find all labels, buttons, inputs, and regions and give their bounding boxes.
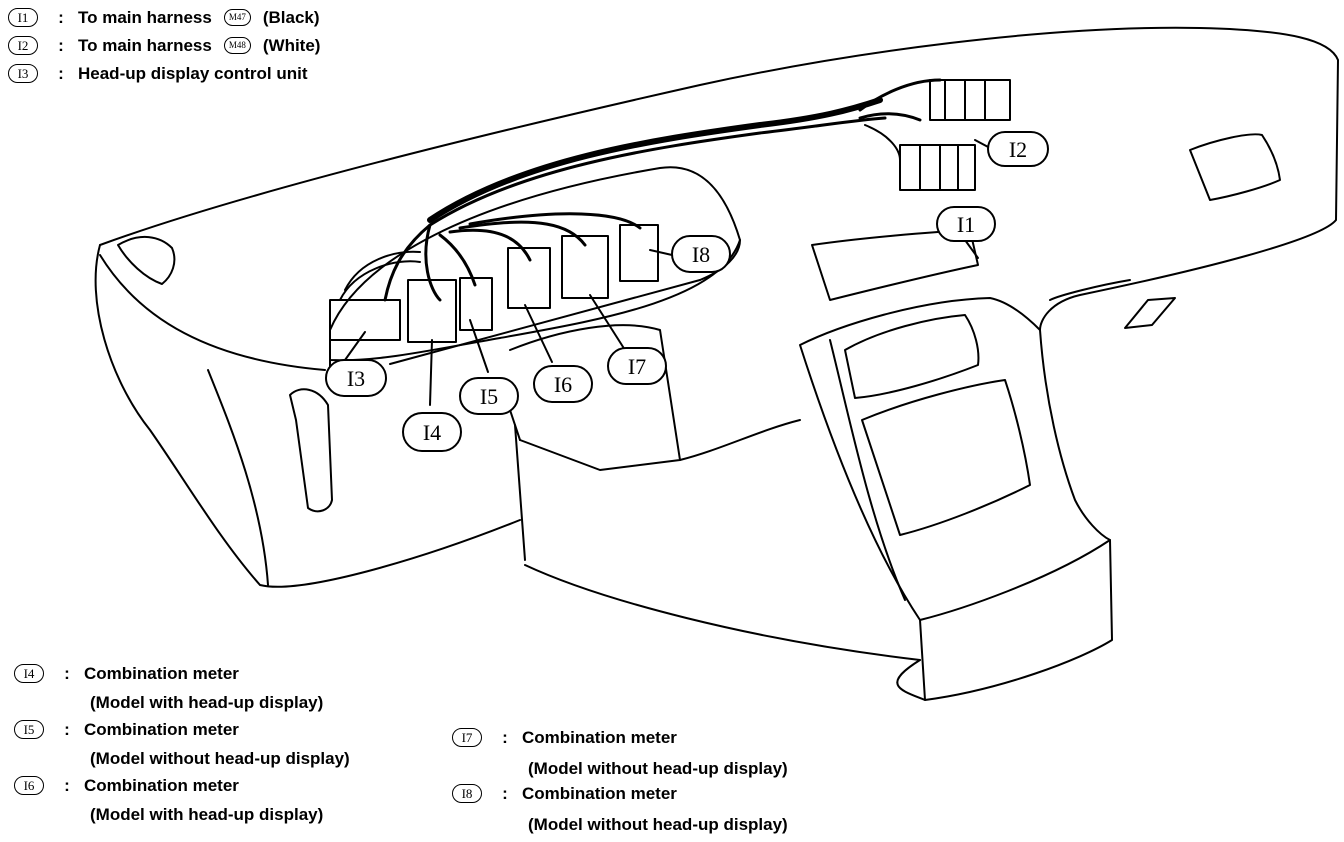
callout-i3-bubble: [325, 359, 387, 397]
callout-i5-bubble: [459, 377, 519, 415]
callout-i2-bubble: [987, 131, 1049, 167]
legend-line1: Combination meter: [84, 776, 239, 795]
radio-slot-lower: [861, 379, 1031, 536]
legend-line2: (Model with head-up display): [90, 805, 324, 824]
code-badge: I8: [452, 784, 482, 803]
connector-i2-upper: [929, 79, 1011, 121]
callout-i1-bubble: [936, 206, 996, 242]
harness-badge: M47: [223, 9, 251, 26]
callout-i8-bubble: [671, 235, 731, 273]
legend-text: To main harness: [78, 8, 212, 27]
callout-i5-label: I5: [480, 384, 498, 409]
right-vent-side: [1124, 297, 1176, 329]
left-vent: [117, 236, 176, 285]
callout-i2-label: I2: [1009, 137, 1027, 162]
code-badge: I6: [14, 776, 44, 795]
legend-item-i2: I2 : To main harness M48 (White): [8, 36, 320, 55]
legend-line2: (Model without head-up display): [528, 815, 788, 834]
code-badge: I3: [8, 64, 38, 83]
legend-item-i4: I4 : Combination meter: [14, 664, 239, 683]
leader-i4: [429, 339, 433, 406]
code-badge: I5: [14, 720, 44, 739]
connector-i7: [561, 235, 609, 299]
dashboard-top-outline: [99, 26, 1339, 331]
leader-i7: [589, 294, 626, 351]
callout-i1-label: I1: [957, 212, 975, 237]
callout-i7-bubble: [607, 347, 667, 385]
leader-i3: [344, 331, 366, 361]
legend-line2: (Model without head-up display): [528, 759, 788, 778]
leader-i1: [964, 239, 979, 259]
left-pocket: [289, 388, 333, 513]
legend-item-i5: I5 : Combination meter: [14, 720, 239, 739]
leader-i8: [649, 249, 673, 256]
callout-i4-bubble: [402, 412, 462, 452]
radio-slot-upper: [844, 314, 980, 399]
legend-line1: Combination meter: [84, 720, 239, 739]
meter-lower-frame: [509, 324, 681, 471]
connector-i5: [459, 277, 493, 331]
legend-line2: (Model without head-up display): [90, 749, 350, 768]
connector-i3: [329, 299, 401, 341]
console-left: [524, 564, 921, 661]
code-badge: I1: [8, 8, 38, 27]
harness-trunk: [427, 97, 883, 223]
connector-i8: [619, 224, 659, 282]
right-vent-top: [1189, 133, 1281, 201]
legend-text: To main harness: [78, 36, 212, 55]
dashboard-left-end: [94, 244, 521, 588]
console-base: [919, 539, 1113, 701]
code-badge: I2: [8, 36, 38, 55]
connector-i2-lower: [899, 144, 976, 191]
leader-i6: [524, 304, 553, 363]
legend-item-i1: I1 : To main harness M47 (Black): [8, 8, 320, 27]
legend-item-i3: I3 : Head-up display control unit: [8, 64, 308, 83]
callout-i4-label: I4: [423, 420, 441, 445]
callout-i3-label: I3: [347, 366, 365, 391]
dashboard-left-face: [99, 254, 326, 371]
code-badge: I7: [452, 728, 482, 747]
legend-item-i6: I6 : Combination meter: [14, 776, 239, 795]
leader-i5: [469, 319, 489, 373]
legend-line2: (Model with head-up display): [90, 693, 324, 712]
code-badge: I4: [14, 664, 44, 683]
legend-item-i7: I7 : Combination meter: [452, 728, 677, 747]
legend-text: Head-up display control unit: [78, 64, 308, 83]
center-vent: [811, 229, 979, 301]
legend-line1: Combination meter: [522, 784, 677, 803]
callout-i6-label: I6: [554, 372, 572, 397]
callout-i8-label: I8: [692, 242, 710, 267]
callout-i7-label: I7: [628, 354, 646, 379]
legend-line1: Combination meter: [522, 728, 677, 747]
legend-line1: Combination meter: [84, 664, 239, 683]
legend-item-i8: I8 : Combination meter: [452, 784, 677, 803]
connector-i6: [507, 247, 551, 309]
harness-badge: M48: [223, 37, 251, 54]
legend-suffix: (Black): [262, 8, 320, 27]
legend-suffix: (White): [262, 36, 321, 55]
center-console: [799, 297, 1111, 621]
callout-i6-bubble: [533, 365, 593, 403]
